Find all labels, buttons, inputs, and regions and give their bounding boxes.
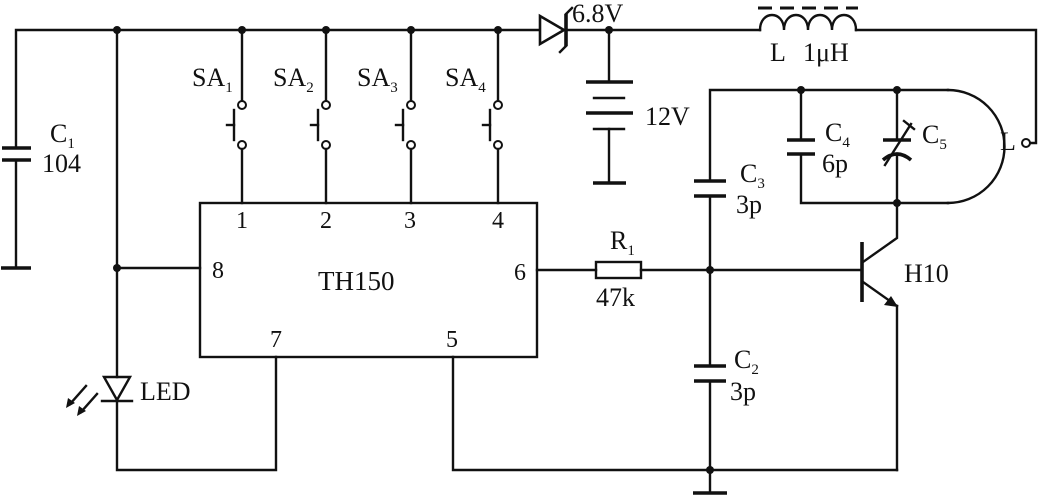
c2-subscript: 2: [751, 362, 759, 378]
inductor-value: 1μH: [803, 38, 849, 67]
ic-pin-8: 8: [212, 258, 224, 284]
ic-pin-6: 6: [514, 260, 526, 286]
capacitor-c3: C3 3p: [694, 159, 765, 368]
capacitor-c1: C1 104: [1, 119, 81, 270]
svg-text:C5: C5: [922, 120, 947, 153]
c1-value: 104: [42, 149, 81, 178]
loop-antenna-label: L: [1000, 127, 1016, 156]
tank-circuit: L: [708, 86, 1031, 207]
ic-pin-7: 7: [270, 327, 282, 353]
svg-text:SA3: SA3: [357, 63, 398, 96]
zener-diode: 6.8V: [538, 0, 624, 54]
transistor-label: H10: [904, 259, 949, 288]
c2-label: C: [734, 345, 751, 374]
inductor-l: L 1μH: [758, 6, 1038, 145]
c2-value: 3p: [730, 377, 756, 406]
switch-sa4: SA4: [445, 26, 503, 205]
inductor-name: L: [770, 38, 786, 67]
top-rail: [14, 28, 762, 150]
r1-subscript: 1: [627, 243, 635, 259]
svg-text:SA2: SA2: [273, 63, 314, 96]
resistor-r1: R1 47k: [535, 226, 862, 312]
capacitor-c5: C5: [881, 119, 947, 167]
svg-text:SA4: SA4: [445, 63, 486, 96]
ic-pin-3: 3: [404, 208, 416, 234]
svg-text:C3: C3: [740, 159, 765, 192]
c5-label: C: [922, 120, 939, 149]
switch-sa1: SA1: [192, 26, 247, 205]
led-label: LED: [140, 377, 191, 406]
bottom-rail: [451, 355, 899, 495]
r1-value: 47k: [596, 283, 635, 312]
sa3-label: SA: [357, 63, 390, 92]
zener-value: 6.8V: [572, 0, 624, 28]
battery-12v: 12V: [586, 26, 690, 185]
c4-value: 6p: [822, 149, 848, 178]
c4-label: C: [825, 118, 842, 147]
c1-label: C: [50, 119, 67, 148]
c5-subscript: 5: [939, 137, 947, 153]
c3-value: 3p: [736, 190, 762, 219]
switch-sa3: SA3: [357, 26, 416, 205]
svg-text:C1: C1: [50, 119, 75, 152]
ic-pin-4: 4: [492, 208, 504, 234]
sa1-subscript: 1: [225, 80, 233, 96]
c3-subscript: 3: [757, 176, 765, 192]
c3-label: C: [740, 159, 757, 188]
sa3-subscript: 3: [390, 80, 398, 96]
sa4-subscript: 4: [478, 80, 486, 96]
ic-th150: TH150 1 2 3 4 8 6 7 5: [198, 201, 539, 359]
ic-pin-1: 1: [236, 208, 248, 234]
capacitor-c4: C4 6p: [787, 118, 850, 178]
switch-sa2: SA2: [273, 26, 331, 205]
ic-pin-5: 5: [446, 327, 458, 353]
c4-subscript: 4: [842, 135, 850, 151]
transistor-h10: H10: [860, 201, 949, 472]
capacitor-c2: C2 3p: [694, 345, 759, 495]
r1-label: R: [610, 226, 628, 255]
led-diode: LED: [66, 375, 191, 416]
sa2-label: SA: [273, 63, 306, 92]
sa2-subscript: 2: [306, 80, 314, 96]
ic-name: TH150: [318, 266, 395, 296]
svg-text:SA1: SA1: [192, 63, 233, 96]
svg-text:C4: C4: [825, 118, 850, 151]
ic-pin-2: 2: [320, 208, 332, 234]
svg-text:R1: R1: [610, 226, 635, 259]
sa4-label: SA: [445, 63, 478, 92]
c1-subscript: 1: [67, 136, 75, 152]
battery-value: 12V: [645, 102, 690, 131]
svg-text:C2: C2: [734, 345, 759, 378]
left-branch: [113, 26, 278, 472]
sa1-label: SA: [192, 63, 225, 92]
